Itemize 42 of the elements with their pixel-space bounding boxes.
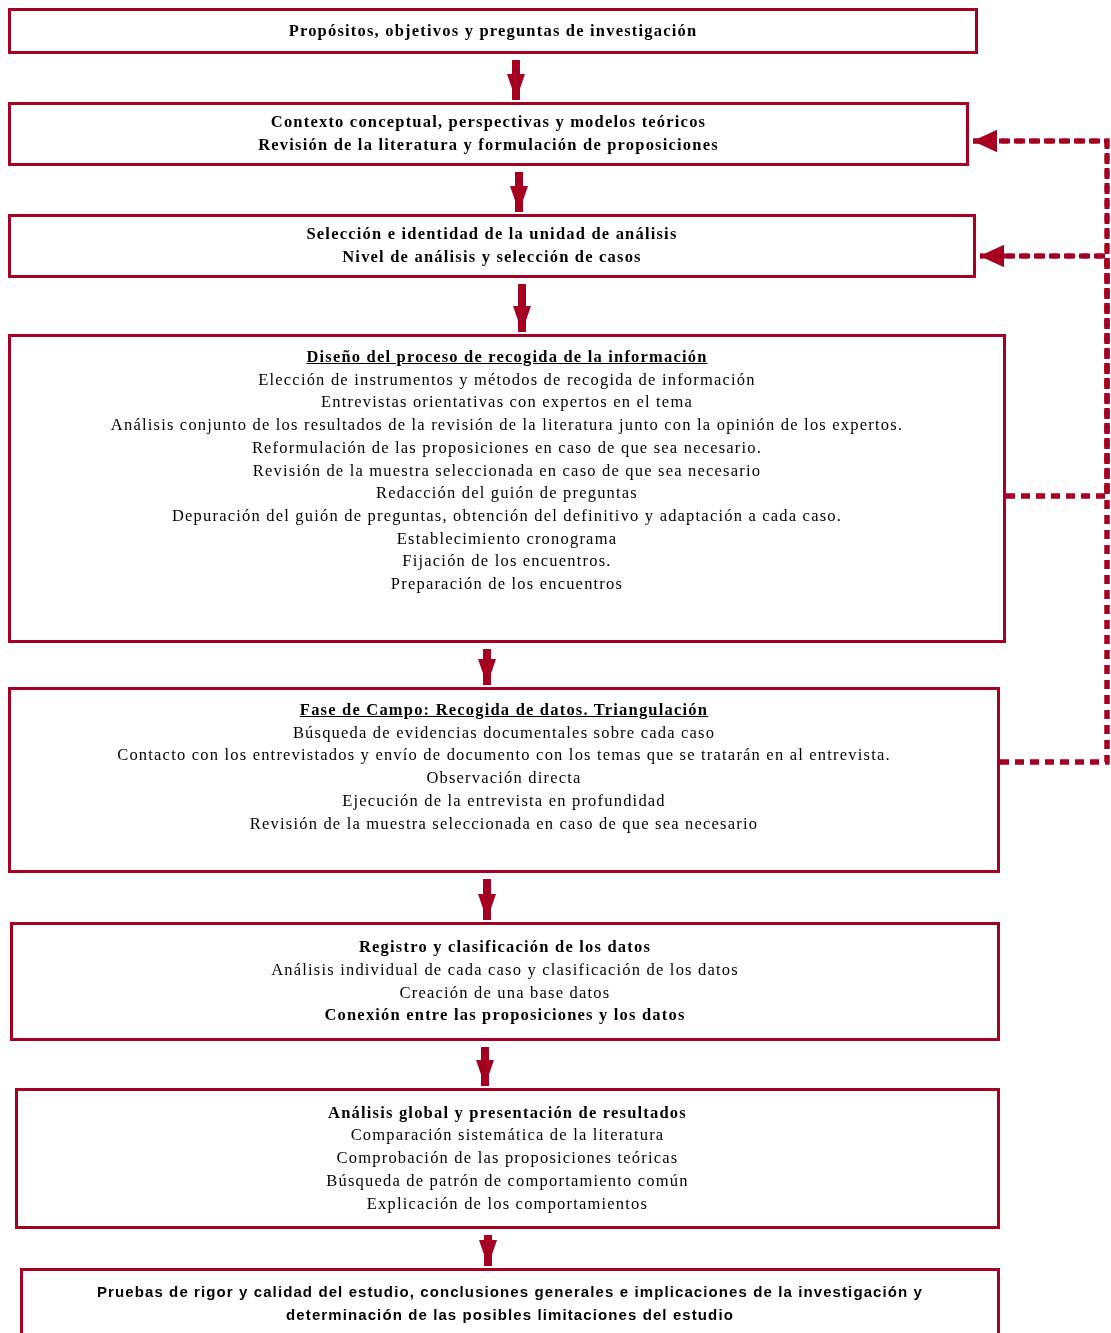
- box-text: Registro y clasificación de los datos: [358, 936, 651, 959]
- box-text: Comprobación de las proposiciones teóricas: [336, 1147, 679, 1170]
- process-box: [8, 214, 976, 278]
- box-text: Análisis conjunto de los resultados de la revisión de la literatura junto con la opinión de los expertos.: [110, 414, 904, 437]
- box-text: Selección e identidad de la unidad de análisis: [306, 223, 678, 246]
- process-box: [8, 102, 969, 166]
- box-text: Búsqueda de evidencias documentales sobre cada caso: [292, 721, 716, 744]
- box-text: Revisión de la muestra seleccionada en caso de que sea necesario: [252, 459, 762, 482]
- process-box: [8, 687, 1000, 873]
- process-box: [20, 1268, 1000, 1333]
- process-box: [10, 922, 1000, 1041]
- box-text: Elección de instrumentos y métodos de recogida de información: [258, 368, 756, 391]
- box-text: Establecimiento cronograma: [396, 527, 618, 550]
- box-text: Nivel de análisis y selección de casos: [342, 246, 642, 268]
- box-text: Búsqueda de patrón de comportamiento común: [326, 1169, 689, 1192]
- box-text: Propósitos, objetivos y preguntas de investigación: [288, 19, 698, 42]
- box-text: Revisión de la literatura y formulación de proposiciones: [258, 134, 719, 156]
- box-text: Ejecución de la entrevista en profundidad: [342, 789, 666, 812]
- box-text: Contacto con los entrevistados y envío de documento con los temas que se tratarán en al entrevista.: [117, 744, 891, 767]
- box-text: Explicación de los comportamientos: [366, 1192, 649, 1215]
- box-text: Comparación sistemática de la literatura: [350, 1124, 665, 1147]
- box-heading: Fase de Campo: Recogida de datos. Triangulación: [299, 699, 709, 721]
- box-text: Análisis individual de cada caso y clasificación de los datos: [271, 958, 739, 981]
- box-text: Conexión entre las proposiciones y los datos: [324, 1004, 686, 1027]
- box-text: Revisión de la muestra seleccionada en caso de que sea necesario: [249, 812, 759, 835]
- process-box: [8, 334, 1006, 643]
- box-text: Fijación de los encuentros.: [402, 550, 612, 573]
- box-text: Preparación de los encuentros: [390, 573, 624, 596]
- box-text: Análisis global y presentación de resultados: [328, 1101, 687, 1124]
- process-box: [15, 1088, 1000, 1229]
- box-text: Observación directa: [426, 767, 582, 790]
- flow-arrow: [479, 1235, 497, 1266]
- box-text: Reformulación de las proposiciones en caso de que sea necesario.: [251, 436, 763, 459]
- box-text: Redacción del guión de preguntas: [376, 482, 638, 505]
- box-text: Entrevistas orientativas con expertos en el tema: [321, 391, 693, 414]
- process-box: [8, 8, 978, 54]
- box-text: Contexto conceptual, perspectivas y modelos teóricos: [270, 111, 707, 134]
- feedback-arrow: [980, 245, 1110, 765]
- box-text: Pruebas de rigor y calidad del estudio, conclusiones generales e implicaciones de la investigación y determinación de las posibles limitaciones del estudio: [95, 1282, 925, 1325]
- box-text: Creación de una base datos: [399, 981, 611, 1004]
- box-heading: Diseño del proceso de recogida de la información: [306, 346, 708, 368]
- box-text: Depuración del guión de preguntas, obtención del definitivo y adaptación a cada caso.: [171, 504, 843, 527]
